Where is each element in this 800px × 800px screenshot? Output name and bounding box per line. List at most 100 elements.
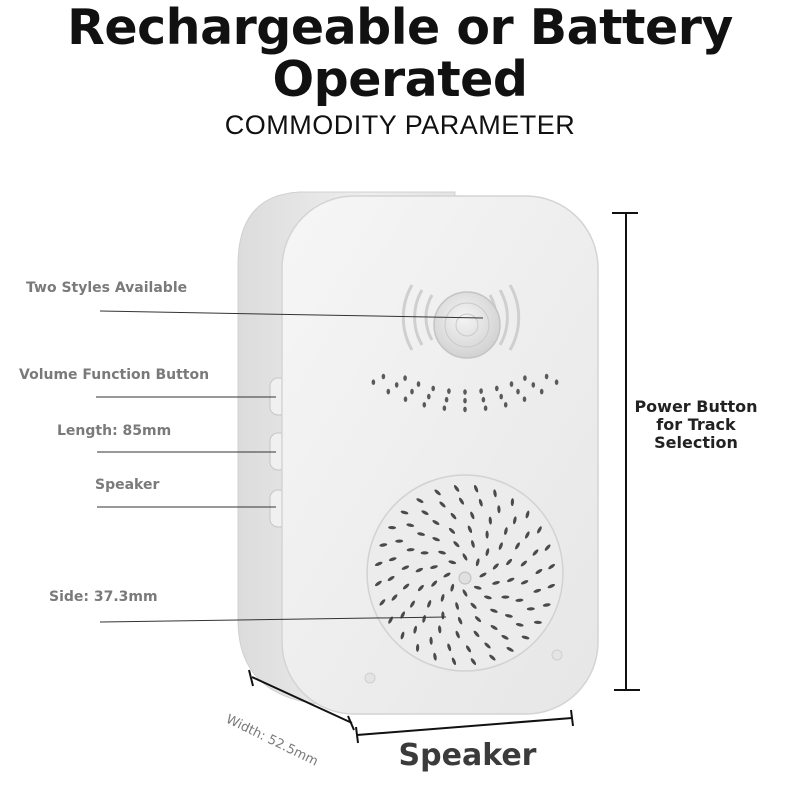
label-side: Side: 37.3mm	[49, 589, 158, 605]
label-power-button: Power Button for Track Selection	[628, 398, 764, 452]
speaker-hole	[533, 588, 542, 593]
speaker-hole	[447, 643, 452, 652]
vent-hole	[403, 375, 407, 381]
vent-hole	[386, 388, 391, 395]
speaker-hole	[492, 563, 499, 570]
speaker-hole	[410, 600, 415, 608]
speaker-hole	[526, 607, 535, 611]
label-volume-button: Volume Function Button	[19, 367, 210, 383]
page-title: Rechargeable or Battery Operated	[0, 2, 800, 106]
vent-hole	[381, 373, 386, 380]
speaker-hole	[493, 489, 497, 498]
speaker-hole	[432, 520, 440, 525]
vent-hole	[431, 385, 436, 392]
speaker-hole	[455, 602, 459, 610]
speaker-hole	[532, 549, 539, 556]
speaker-hole	[415, 567, 424, 573]
label-speaker-side: Speaker	[95, 477, 160, 493]
speaker-hole	[515, 542, 520, 550]
speaker-hole	[465, 645, 472, 653]
speaker-hole	[506, 577, 515, 583]
width-dimension	[248, 669, 355, 731]
speaker-hole	[535, 568, 543, 575]
speaker-hole	[513, 516, 517, 525]
speaker-hole	[478, 498, 483, 507]
speaker-hole	[453, 541, 460, 548]
speaker-hole	[379, 599, 386, 606]
speaker-hole	[415, 643, 420, 652]
speaker-hole	[524, 531, 530, 539]
speaker-hole	[473, 630, 480, 638]
speaker-hole	[542, 603, 551, 607]
vent-hole	[481, 396, 486, 403]
label-speaker-bottom: Speaker	[398, 738, 537, 773]
speaker-hole	[427, 600, 432, 608]
speaker-hole	[400, 611, 406, 619]
vent-hole	[522, 396, 527, 403]
vent-hole	[509, 381, 514, 387]
speaker-hole	[374, 561, 383, 567]
speaker-hole	[413, 625, 417, 634]
speaker-hole	[475, 558, 480, 567]
label-length: Length: 85mm	[57, 423, 172, 439]
speaker-hole	[548, 563, 555, 570]
speaker-hole	[504, 614, 513, 618]
vent-hole	[416, 381, 421, 387]
speaker-hole	[537, 526, 542, 534]
speaker-hole	[492, 581, 500, 585]
speaker-hole	[474, 616, 482, 623]
vent-hole	[371, 379, 376, 386]
speaker-hole	[479, 572, 487, 578]
speaker-hole	[401, 565, 410, 570]
vent-hole	[463, 406, 467, 413]
speaker-hole	[457, 616, 463, 625]
speaker-hole	[490, 608, 498, 613]
vent-hole	[554, 379, 559, 386]
speaker-hole	[521, 635, 530, 640]
speaker-hole	[416, 498, 424, 503]
speaker-hole	[432, 537, 440, 542]
speaker-hole	[450, 512, 457, 520]
leader-lines	[96, 310, 484, 623]
speaker-hole	[547, 583, 556, 589]
vent-hole	[479, 388, 483, 394]
label-power-line-3: Selection	[654, 433, 738, 452]
speaker-hole	[501, 595, 510, 599]
speaker-hole	[402, 583, 410, 590]
speaker-hole	[510, 498, 515, 507]
speaker-hole	[388, 557, 397, 562]
speaker-hole	[395, 539, 404, 543]
vent-hole	[403, 396, 408, 403]
speaker-hole	[484, 642, 491, 649]
speaker-hole	[406, 523, 415, 527]
speaker-hole	[420, 551, 429, 555]
speaker-hole	[388, 525, 397, 530]
speaker-hole	[506, 647, 514, 652]
speaker-hole	[533, 620, 542, 625]
speaker-hole	[406, 548, 415, 552]
speaker-hole	[471, 540, 475, 548]
speaker-hole	[489, 654, 496, 661]
speaker-hole	[379, 543, 388, 547]
height-dimension	[612, 212, 640, 691]
vent-hole	[463, 397, 467, 404]
speaker-hole	[400, 631, 405, 640]
speaker-hole	[417, 532, 426, 536]
vent-hole	[523, 375, 527, 381]
speaker-holes	[374, 484, 556, 666]
speaker-hole	[431, 580, 438, 587]
speaker-hole	[485, 548, 490, 556]
vent-hole	[463, 389, 467, 395]
speaker-hole	[438, 550, 446, 555]
speaker-hole	[400, 510, 409, 515]
speaker-hole	[448, 527, 456, 534]
speaker-hole	[429, 636, 433, 645]
speaker-hole	[388, 616, 393, 624]
speaker-hole	[544, 544, 551, 551]
depth-dimension	[355, 709, 574, 744]
vent-hole	[422, 402, 427, 408]
vent-holes	[371, 373, 559, 413]
speaker-hole	[453, 485, 460, 492]
vent-hole	[447, 388, 451, 394]
label-power-line-2: for Track	[656, 415, 736, 434]
